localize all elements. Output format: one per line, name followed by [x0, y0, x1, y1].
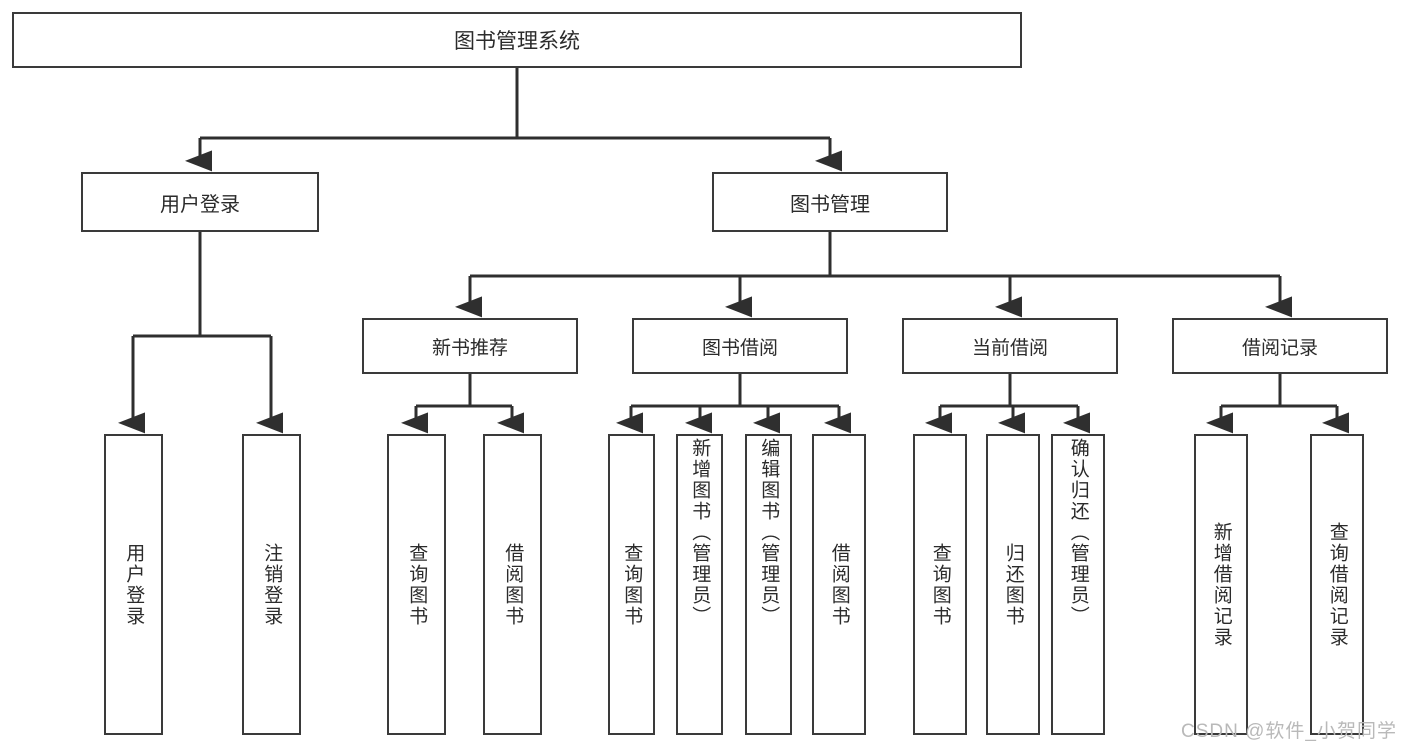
leaf-borrow-book-1[interactable]: 借阅图书	[483, 434, 542, 735]
node-label: 借阅图书	[502, 542, 524, 627]
leaf-logout-login[interactable]: 注销登录	[242, 434, 301, 735]
leaf-add-borrow-record[interactable]: 新增借阅记录	[1194, 434, 1248, 735]
node-label: 新增借阅记录	[1210, 521, 1232, 648]
node-label: 借阅图书	[828, 542, 850, 627]
node-label: 确认归还（管理员）	[1067, 438, 1089, 627]
node-label: 图书管理系统	[454, 30, 580, 53]
leaf-edit-book-admin[interactable]: 编辑图书（管理员）	[745, 434, 792, 735]
node-label: 查询图书	[929, 542, 951, 627]
node-borrow-record[interactable]: 借阅记录	[1172, 318, 1388, 374]
leaf-confirm-return-admin[interactable]: 确认归还（管理员）	[1051, 434, 1105, 735]
node-label: 借阅记录	[1241, 337, 1318, 359]
leaf-query-book-1[interactable]: 查询图书	[387, 434, 446, 735]
node-label: 图书管理	[790, 193, 870, 216]
leaf-query-book-3[interactable]: 查询图书	[913, 434, 967, 735]
node-label: 查询图书	[406, 542, 428, 627]
node-label: 注销登录	[261, 542, 283, 627]
node-label: 编辑图书（管理员）	[758, 438, 780, 627]
node-label: 用户登录	[123, 542, 145, 627]
node-label: 查询图书	[621, 542, 643, 627]
leaf-borrow-book-2[interactable]: 借阅图书	[812, 434, 866, 735]
node-label: 图书借阅	[701, 337, 778, 359]
node-label: 当前借阅	[971, 337, 1048, 359]
node-book-management-system[interactable]: 图书管理系统	[12, 12, 1022, 68]
node-new-book-recommend[interactable]: 新书推荐	[362, 318, 578, 374]
node-label: 归还图书	[1002, 542, 1024, 627]
leaf-add-book-admin[interactable]: 新增图书（管理员）	[676, 434, 723, 735]
node-label: 用户登录	[160, 193, 240, 216]
node-book-borrow[interactable]: 图书借阅	[632, 318, 848, 374]
node-book-management[interactable]: 图书管理	[712, 172, 948, 232]
node-label: 新增图书（管理员）	[689, 438, 711, 627]
leaf-query-book-2[interactable]: 查询图书	[608, 434, 655, 735]
node-current-borrow[interactable]: 当前借阅	[902, 318, 1118, 374]
node-label: 查询借阅记录	[1326, 521, 1348, 648]
node-user-login[interactable]: 用户登录	[81, 172, 319, 232]
node-label: 新书推荐	[431, 337, 508, 359]
leaf-user-login[interactable]: 用户登录	[104, 434, 163, 735]
leaf-return-book[interactable]: 归还图书	[986, 434, 1040, 735]
leaf-query-borrow-record[interactable]: 查询借阅记录	[1310, 434, 1364, 735]
